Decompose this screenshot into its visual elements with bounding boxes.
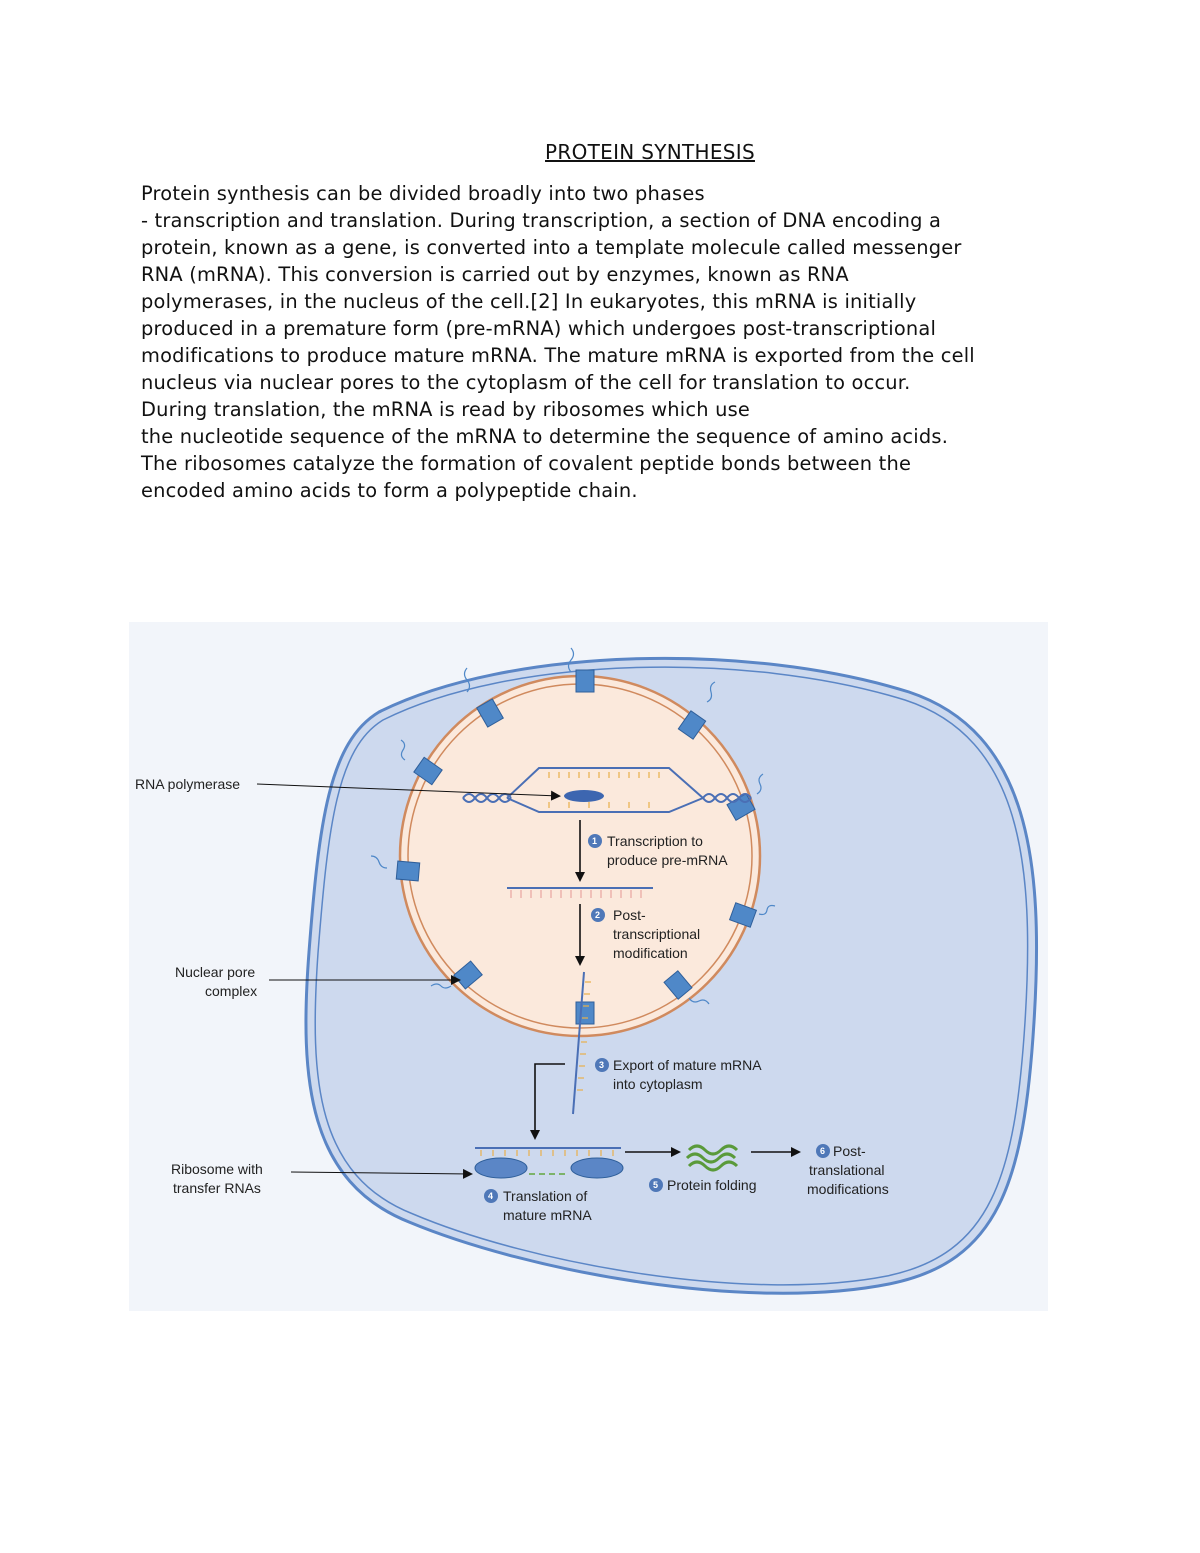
step-5-text: Protein folding: [667, 1177, 757, 1193]
label-transfer-rnas: transfer RNAs: [173, 1180, 261, 1196]
translation-mrna: [475, 1147, 621, 1156]
label-pointer-lines: [256, 783, 561, 1179]
step-number: 6: [820, 1146, 825, 1156]
paragraph-line: Protein synthesis can be divided broadly…: [141, 182, 705, 205]
paragraph-line: RNA (mRNA). This conversion is carried o…: [141, 263, 849, 286]
step-2-text: modification: [613, 945, 688, 961]
step-1-text: Transcription to: [607, 833, 703, 849]
step-6-text: modifications: [807, 1181, 889, 1197]
label-rna-polymerase: RNA polymerase: [135, 776, 240, 792]
body-paragraph: Protein synthesis can be divided broadly…: [141, 180, 1071, 504]
step-6-text: translational: [809, 1162, 885, 1178]
nuclear-pores: [395, 669, 758, 1025]
step-4-text: mature mRNA: [503, 1207, 592, 1223]
paragraph-line: The ribosomes catalyze the formation of …: [141, 452, 912, 475]
step-2-text: Post-: [613, 907, 646, 923]
ribosomes: [474, 1157, 624, 1179]
paragraph-line: nucleus via nuclear pores to the cytopla…: [141, 371, 911, 394]
pre-mrna-strand: [507, 887, 653, 898]
folded-protein: [685, 1144, 739, 1172]
step-number: 5: [653, 1180, 658, 1190]
rna-polymerase-shape: [564, 790, 604, 802]
dna-transcription-bubble: [462, 767, 752, 813]
page-title: PROTEIN SYNTHESIS: [545, 140, 755, 164]
step-2-text: transcriptional: [613, 926, 700, 942]
step-badge: [649, 1178, 663, 1192]
process-arrows: [530, 820, 801, 1157]
dna-base-ticks: [548, 772, 660, 808]
step-number: 4: [488, 1191, 493, 1201]
paragraph-line: modifications to produce mature mRNA. Th…: [141, 344, 975, 367]
paragraph-line: encoded amino acids to form a polypeptid…: [141, 479, 638, 502]
paragraph-line: During translation, the mRNA is read by …: [141, 398, 750, 421]
step-3-text: Export of mature mRNA: [613, 1057, 762, 1073]
paragraph-line: produced in a premature form (pre-mRNA) …: [141, 317, 937, 340]
step-badge: [588, 834, 602, 848]
label-nuclear-pore-complex: complex: [205, 983, 257, 999]
step-4-text: Translation of: [503, 1188, 587, 1204]
step-1-text: produce pre-mRNA: [607, 852, 728, 868]
step-number: 3: [599, 1060, 604, 1070]
pore-filaments: [370, 647, 776, 1005]
step-badge: [595, 1058, 609, 1072]
step-3-text: into cytoplasm: [613, 1076, 702, 1092]
protein-synthesis-diagram: RNA polymerase Nuclear pore complex Ribo…: [129, 622, 1048, 1311]
diagram-svg: RNA polymerase Nuclear pore complex Ribo…: [135, 647, 1039, 1295]
step-badge: [816, 1144, 830, 1158]
paragraph-line: the nucleotide sequence of the mRNA to d…: [141, 425, 949, 448]
step-number: 1: [592, 836, 597, 846]
paragraph-line: protein, known as a gene, is converted i…: [141, 236, 962, 259]
step-6-text: Post-: [833, 1143, 866, 1159]
step-badge: [591, 908, 605, 922]
step-badge: [484, 1189, 498, 1203]
paragraph-line: - transcription and translation. During …: [141, 209, 942, 232]
cell-membrane-inner: [314, 666, 1029, 1286]
label-nuclear-pore: Nuclear pore: [175, 964, 255, 980]
paragraph-line: polymerases, in the nucleus of the cell.…: [141, 290, 917, 313]
step-number: 2: [595, 910, 600, 920]
label-ribosome: Ribosome with: [171, 1161, 263, 1177]
mature-mrna-strand: [572, 971, 591, 1115]
